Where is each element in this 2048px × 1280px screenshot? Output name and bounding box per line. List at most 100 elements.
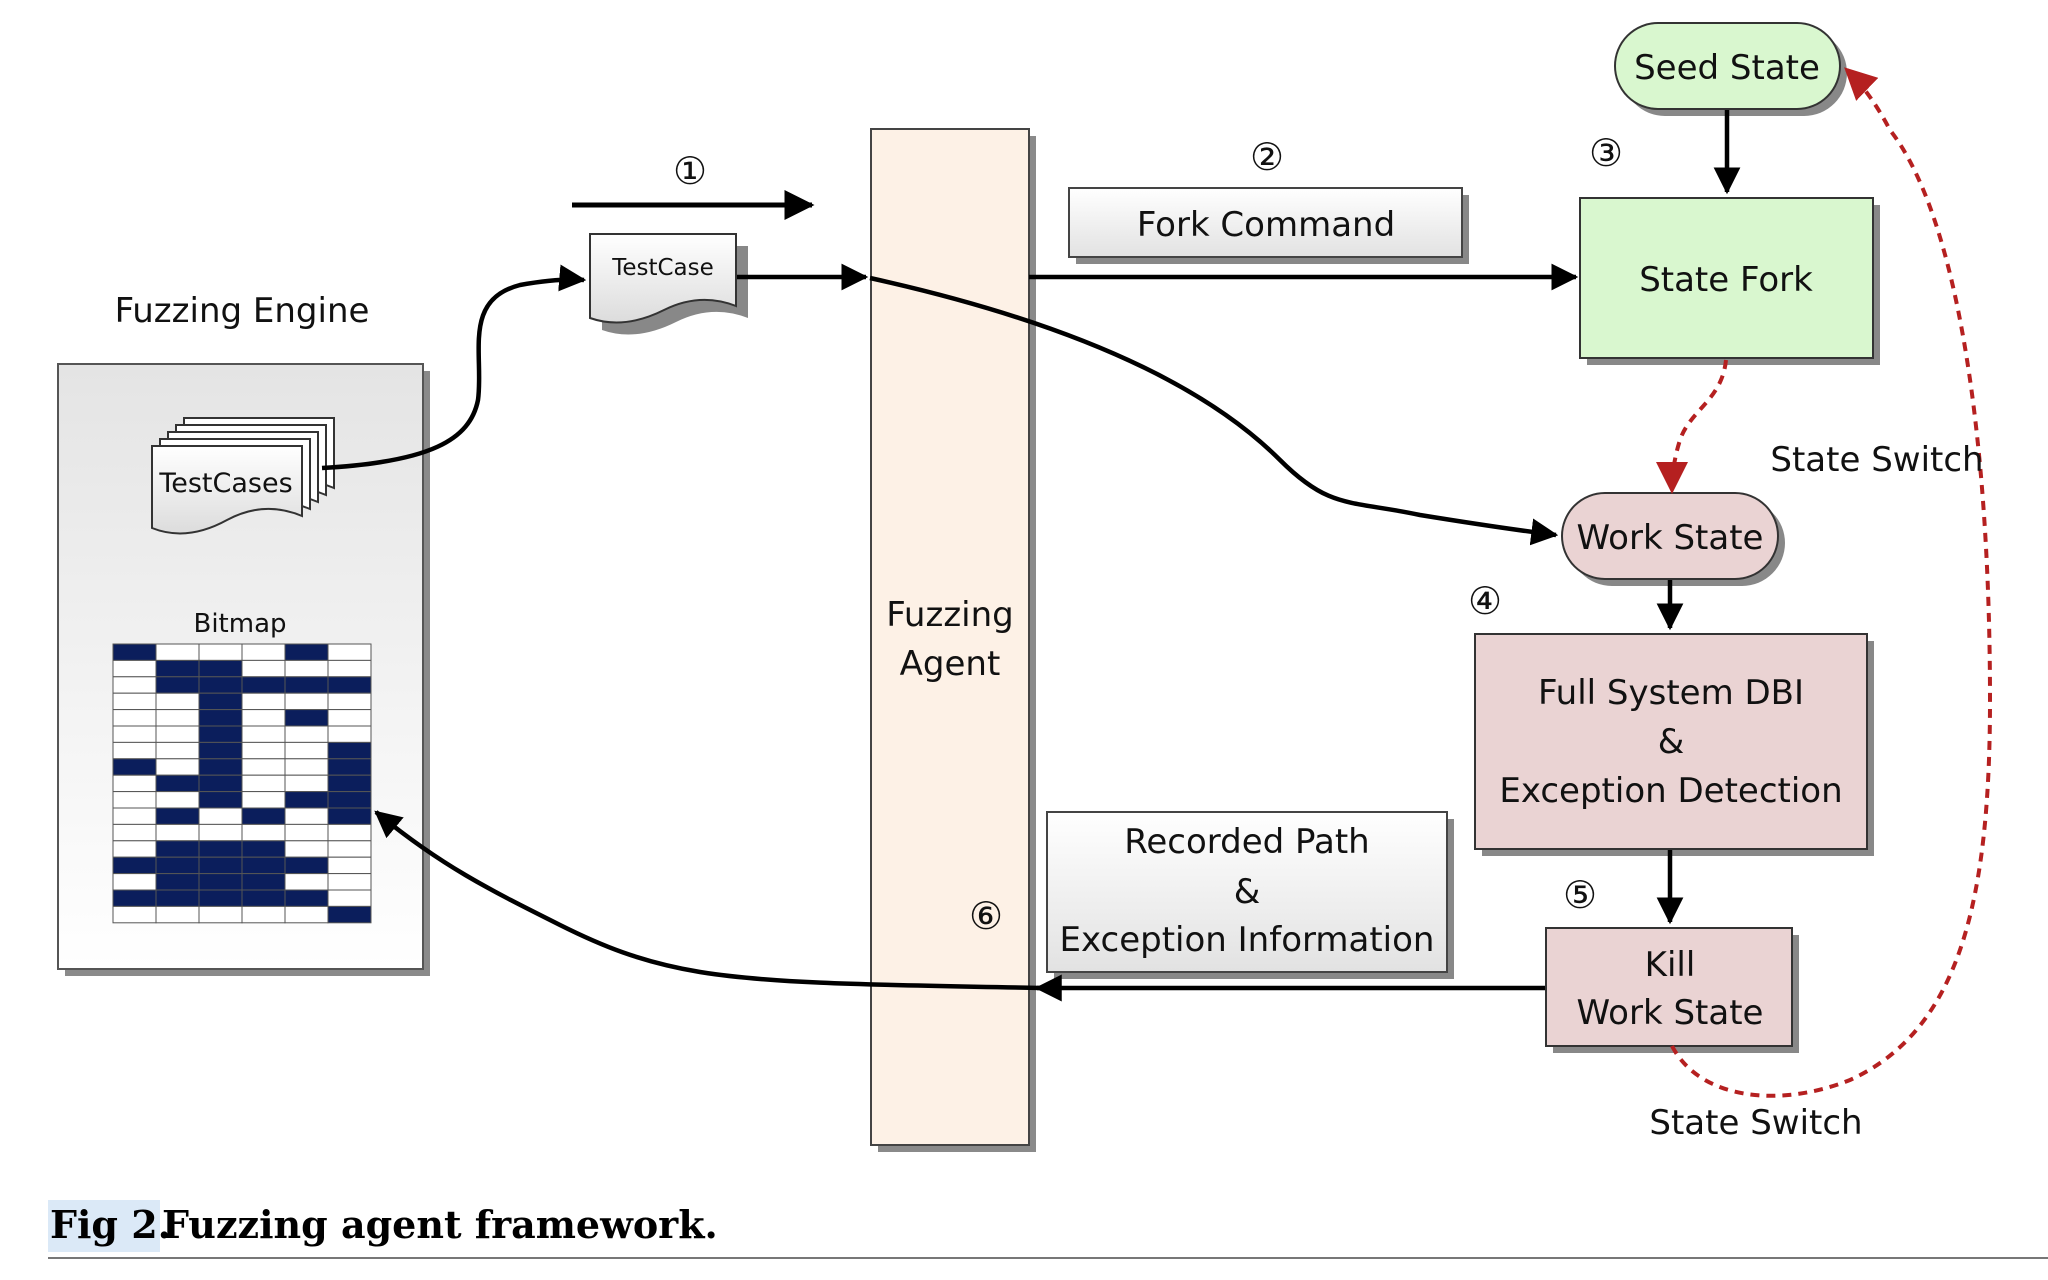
bitmap-cell	[284, 692, 329, 711]
kill-work-state-node	[1545, 927, 1799, 1053]
bitmap-cell	[284, 643, 329, 661]
bitmap-cell	[284, 873, 329, 891]
agent-to-bitmap-arrow	[374, 810, 1041, 991]
bitmap-cell	[284, 889, 329, 907]
state-fork-label: State Fork	[1639, 260, 1813, 300]
bitmap-cell	[198, 905, 243, 924]
bitmap-cell	[155, 741, 200, 760]
bitmap-cell	[327, 725, 372, 743]
testcases-to-testcase-arrow	[321, 264, 587, 471]
fuzzing-agent-label-2: Agent	[900, 644, 1001, 684]
bitmap-cell	[198, 774, 243, 793]
bitmap-cell	[241, 774, 286, 793]
bitmap-cell	[327, 692, 372, 711]
bitmap-cell	[155, 807, 200, 825]
bitmap-label: Bitmap	[193, 609, 286, 639]
bitmap-cell	[327, 791, 372, 809]
bitmap-cell	[327, 807, 372, 825]
testcases-stack	[151, 417, 335, 535]
bitmap-cell	[112, 643, 157, 661]
bitmap-cell	[112, 791, 157, 809]
bitmap-cell	[198, 823, 243, 842]
bitmap-cell	[284, 905, 329, 924]
bitmap-cell	[198, 791, 243, 809]
bitmap-cell	[112, 741, 157, 760]
kill-label-1: Kill	[1645, 945, 1696, 985]
bitmap-cell	[155, 840, 200, 858]
caption-text: Fuzzing agent framework.	[162, 1202, 718, 1247]
bitmap-cell	[155, 709, 200, 727]
bitmap-cell	[198, 692, 243, 711]
fuzzing-agent-label-1: Fuzzing	[886, 595, 1014, 635]
bitmap-cell	[155, 873, 200, 891]
work-state-node	[1561, 492, 1785, 586]
step-6-marker: ⑥	[969, 894, 1003, 938]
bitmap-cell	[198, 643, 243, 661]
bitmap-cell	[112, 889, 157, 907]
bitmap-cell	[112, 905, 157, 924]
bitmap-cell	[327, 840, 372, 858]
fuzzing-engine-title: Fuzzing Engine	[115, 291, 370, 331]
step-5-marker: ⑤	[1563, 873, 1597, 917]
bitmap-cell	[112, 856, 157, 875]
bitmap-cell	[284, 709, 329, 727]
bitmap-cell	[241, 692, 286, 711]
bitmap-cell	[284, 840, 329, 858]
bitmap-cell	[198, 659, 243, 678]
bitmap-cell	[284, 791, 329, 809]
bitmap-cell	[241, 905, 286, 924]
dbi-label-2: &	[1658, 722, 1685, 762]
testcase-document	[589, 233, 748, 335]
bitmap-cell	[112, 659, 157, 678]
bitmap-cell	[155, 643, 200, 661]
dbi-label-3: Exception Detection	[1499, 771, 1842, 811]
bitmap-cell	[198, 856, 243, 875]
bitmap-cell	[284, 725, 329, 743]
caption-label-highlight	[48, 1200, 160, 1252]
bitmap-cell	[155, 791, 200, 809]
bitmap-cell	[327, 889, 372, 907]
bitmap-cell	[327, 659, 372, 678]
bitmap-cell	[327, 856, 372, 875]
bitmap-cell	[198, 741, 243, 760]
bitmap-cell	[198, 709, 243, 727]
bitmap-cell	[327, 709, 372, 727]
bitmap-cell	[241, 856, 286, 875]
bitmap-cell	[327, 873, 372, 891]
recorded-path-box	[1046, 811, 1454, 979]
bitmap-cell	[327, 643, 372, 661]
bitmap-cell	[241, 758, 286, 776]
bitmap-cell	[155, 659, 200, 678]
bitmap-cell	[284, 823, 329, 842]
bitmap-cell	[198, 889, 243, 907]
bitmap-cell	[327, 823, 372, 842]
bitmap-cell	[327, 905, 372, 924]
bitmap-cell	[241, 840, 286, 858]
bitmap-cell	[241, 725, 286, 743]
bitmap-grid	[112, 643, 372, 924]
step-2-marker: ②	[1250, 135, 1284, 179]
bitmap-cell	[112, 758, 157, 776]
bitmap-cell	[284, 856, 329, 875]
bitmap-cell	[112, 725, 157, 743]
bitmap-cell	[112, 873, 157, 891]
state-fork-node	[1579, 197, 1880, 365]
recorded-label-1: Recorded Path	[1124, 822, 1369, 862]
bitmap-cell	[198, 676, 243, 694]
bitmap-cell	[155, 823, 200, 842]
bitmap-cell	[198, 840, 243, 858]
bitmap-cell	[241, 709, 286, 727]
bitmap-cell	[241, 823, 286, 842]
bitmap-cell	[284, 774, 329, 793]
dbi-label-1: Full System DBI	[1538, 673, 1804, 713]
bitmap-cell	[112, 840, 157, 858]
caption-label: Fig 2.	[50, 1202, 171, 1247]
bitmap-cell	[155, 676, 200, 694]
bitmap-cell	[155, 692, 200, 711]
bitmap-cell	[241, 807, 286, 825]
bitmap-cell	[198, 758, 243, 776]
fork-to-work-state-switch	[1656, 359, 1728, 494]
bitmap-cell	[284, 741, 329, 760]
bitmap-cell	[327, 676, 372, 694]
bitmap-cell	[327, 758, 372, 776]
